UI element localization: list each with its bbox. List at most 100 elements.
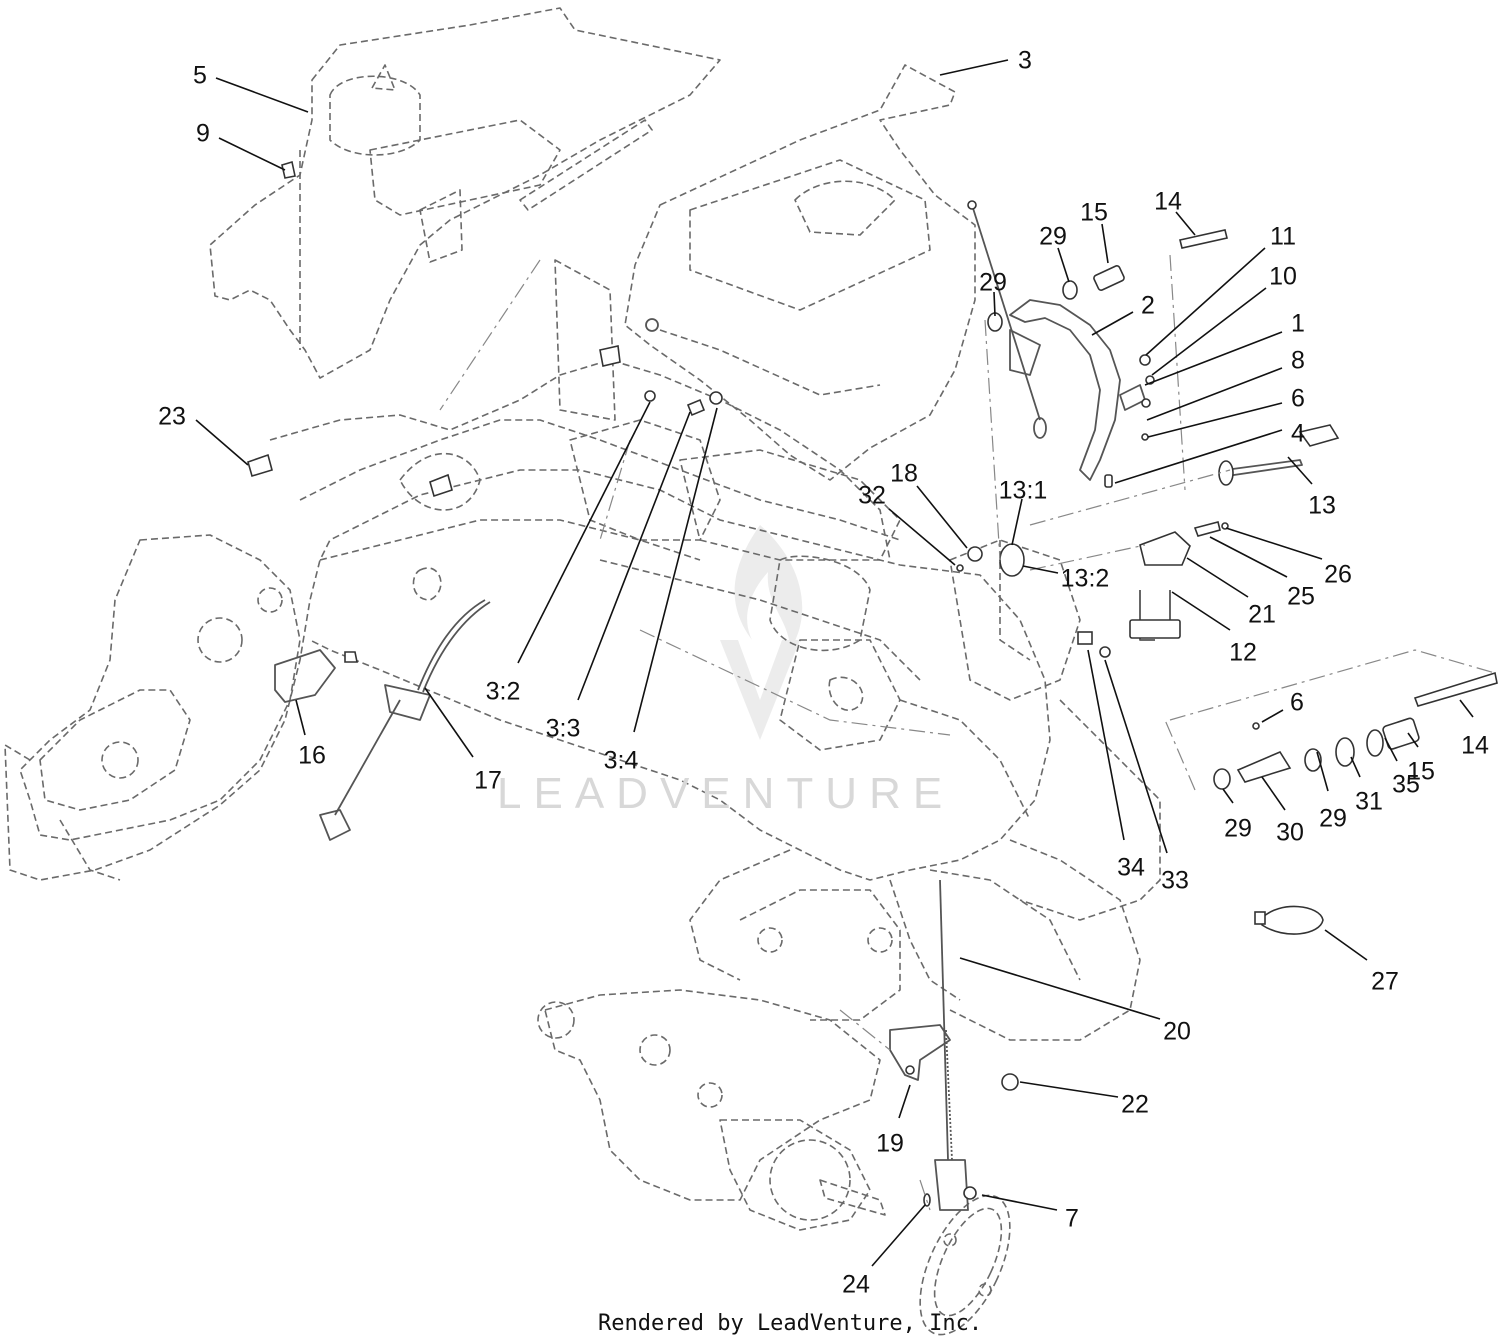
leader-line bbox=[898, 1084, 911, 1119]
lower-transaxle-shape bbox=[537, 989, 886, 1231]
leader-line bbox=[1104, 659, 1168, 854]
callout-13-1: 13:1 bbox=[999, 477, 1048, 546]
leader-line bbox=[1145, 247, 1266, 356]
mower-frame-shape bbox=[4, 259, 1161, 1041]
leader-line bbox=[218, 137, 286, 171]
callout-15: 15 bbox=[1080, 199, 1109, 264]
callout-16: 16 bbox=[295, 699, 326, 770]
callout-34: 34 bbox=[1087, 649, 1145, 882]
leader-line bbox=[1384, 737, 1398, 762]
callout-label: 17 bbox=[474, 767, 502, 795]
callout-33: 33 bbox=[1104, 659, 1189, 895]
leader-line bbox=[871, 1204, 926, 1267]
callout-29: 29 bbox=[1316, 751, 1347, 833]
callout-label: 23 bbox=[158, 403, 186, 431]
leader-line bbox=[888, 508, 956, 566]
brake-rod-shape bbox=[934, 879, 969, 1211]
brake-drum-shape bbox=[919, 1194, 1011, 1336]
callout-label: 31 bbox=[1355, 788, 1383, 816]
leader-line bbox=[1022, 565, 1059, 574]
leader-line bbox=[1175, 211, 1196, 236]
callout-10: 10 bbox=[1151, 263, 1297, 376]
callout-5: 5 bbox=[193, 62, 309, 113]
callout-label: 21 bbox=[1248, 601, 1276, 629]
leader-line bbox=[1350, 756, 1361, 778]
callout-label: 27 bbox=[1371, 968, 1399, 996]
callout-6: 6 bbox=[1147, 385, 1305, 438]
callout-label: 2 bbox=[1141, 292, 1155, 320]
leader-line bbox=[1261, 709, 1284, 723]
callout-29: 29 bbox=[1039, 223, 1070, 283]
callout-18: 18 bbox=[890, 460, 968, 549]
leader-line bbox=[195, 419, 249, 466]
leader-line bbox=[1186, 557, 1249, 598]
left-transaxle-shape bbox=[39, 587, 283, 881]
leader-line bbox=[1146, 367, 1283, 421]
callout-label: 29 bbox=[979, 269, 1007, 297]
callout-label: 5 bbox=[193, 62, 207, 90]
leader-line bbox=[424, 687, 474, 758]
callout-3-3: 3:3 bbox=[546, 411, 691, 743]
callout-label: 13:1 bbox=[999, 477, 1048, 505]
callout-label: 15 bbox=[1080, 199, 1108, 227]
callout-22: 22 bbox=[1019, 1081, 1149, 1119]
callout-32: 32 bbox=[858, 482, 956, 566]
leader-line bbox=[1101, 223, 1109, 264]
callout-label: 29 bbox=[1224, 815, 1252, 843]
callout-3-2: 3:2 bbox=[486, 401, 651, 706]
leader-line bbox=[981, 1194, 1058, 1211]
leader-line bbox=[1144, 331, 1283, 386]
callout-label: 14 bbox=[1461, 732, 1489, 760]
callout-17: 17 bbox=[424, 687, 502, 795]
leader-line bbox=[1057, 247, 1070, 283]
leader-line bbox=[577, 411, 691, 701]
callout-label: 24 bbox=[842, 1271, 870, 1299]
leader-line bbox=[1222, 788, 1234, 804]
leader-line bbox=[1087, 649, 1125, 841]
callout-label: 3 bbox=[1018, 47, 1032, 75]
leader-line bbox=[1225, 527, 1323, 560]
footer-credit: Rendered by LeadVenture, Inc. bbox=[598, 1311, 982, 1336]
callout-12: 12 bbox=[1171, 591, 1257, 667]
callout-14: 14 bbox=[1459, 699, 1489, 760]
callout-13: 13 bbox=[1287, 456, 1336, 520]
leader-line bbox=[916, 485, 968, 549]
callout-27: 27 bbox=[1324, 929, 1399, 996]
callout-label: 15 bbox=[1407, 758, 1435, 786]
callout-label: 4 bbox=[1291, 420, 1305, 448]
callout-label: 33 bbox=[1161, 867, 1189, 895]
bracket-16-shape bbox=[274, 649, 358, 703]
callout-label: 35 bbox=[1392, 771, 1420, 799]
callout-35: 35 bbox=[1384, 737, 1420, 799]
leader-line bbox=[1261, 776, 1286, 811]
bracket-19-shape bbox=[889, 1024, 951, 1081]
leader-line bbox=[993, 291, 996, 317]
callout-label: 13 bbox=[1308, 492, 1336, 520]
brake-cable-shape bbox=[319, 599, 491, 841]
callout-3-4: 3:4 bbox=[604, 407, 718, 775]
callout-label: 6 bbox=[1290, 689, 1304, 717]
callout-label: 10 bbox=[1269, 263, 1297, 291]
callout-label: 29 bbox=[1319, 805, 1347, 833]
callout-label: 26 bbox=[1324, 561, 1352, 589]
callout-23: 23 bbox=[158, 403, 249, 466]
callout-29: 29 bbox=[1222, 788, 1252, 843]
callout-29: 29 bbox=[979, 269, 1007, 317]
leader-line bbox=[1287, 456, 1313, 485]
leader-line bbox=[633, 407, 718, 733]
callout-6: 6 bbox=[1261, 689, 1304, 723]
callout-label: 6 bbox=[1291, 385, 1305, 413]
callout-label: 25 bbox=[1287, 583, 1315, 611]
hardware-shapes bbox=[247, 160, 1498, 1207]
leader-line bbox=[939, 59, 1009, 76]
callout-13-2: 13:2 bbox=[1022, 565, 1109, 593]
leader-line bbox=[1091, 311, 1134, 336]
engine-cover-shape bbox=[624, 64, 976, 481]
leader-line bbox=[1147, 402, 1283, 438]
callout-14: 14 bbox=[1154, 188, 1196, 236]
callout-15: 15 bbox=[1407, 732, 1435, 786]
callout-label: 3:4 bbox=[604, 747, 639, 775]
callout-24: 24 bbox=[842, 1204, 926, 1299]
callout-label: 9 bbox=[196, 120, 210, 148]
